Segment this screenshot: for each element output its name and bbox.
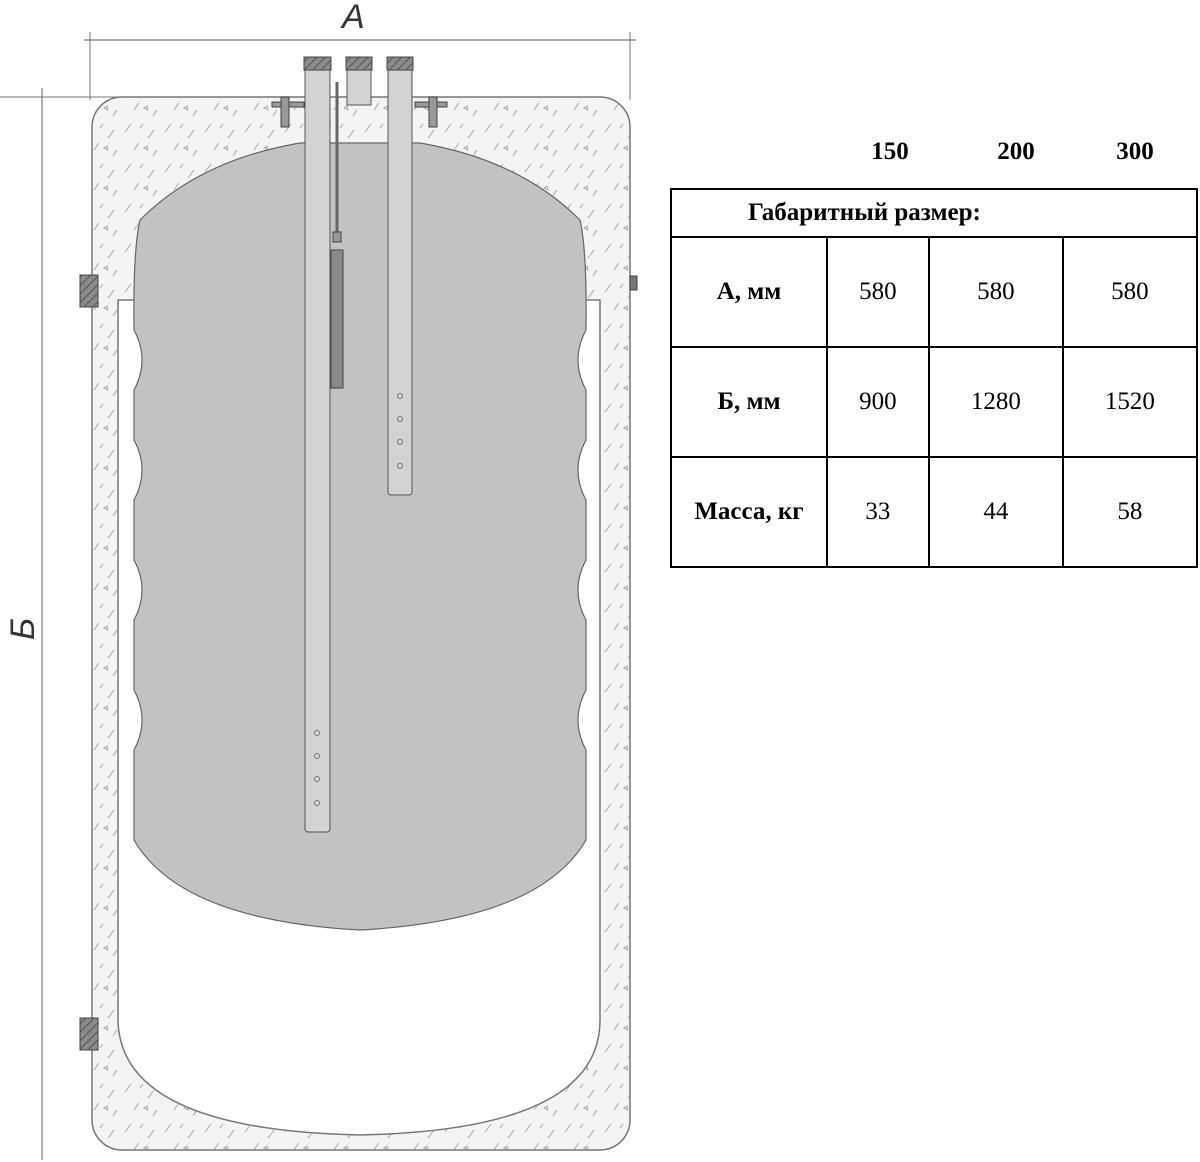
table-row: Масса, кг 33 44 58	[670, 456, 1199, 568]
table-row: Б, мм 900 1280 1520	[670, 346, 1199, 458]
row-label: Б, мм	[670, 346, 828, 458]
column-label-300: 300	[1116, 138, 1154, 165]
pipe-cap	[386, 56, 414, 71]
flange-bolts	[271, 96, 448, 128]
right-side-fitting	[629, 275, 638, 291]
table-row: А, мм 580 580 580	[670, 236, 1199, 348]
cell: 580	[1061, 236, 1199, 348]
dimensions-table: Габаритный размер: А, мм 580 580 580 Б, …	[670, 188, 1199, 568]
row-label: А, мм	[670, 236, 828, 348]
tank-cross-section-drawing: A Б	[0, 0, 638, 1160]
dimension-a: A	[84, 0, 636, 100]
cell: 900	[826, 346, 930, 458]
pipe-holes	[314, 393, 403, 806]
sensor-clamp	[332, 231, 342, 243]
cell: 58	[1061, 456, 1199, 568]
table-header-row: Габаритный размер:	[670, 188, 1198, 238]
cell: 44	[927, 456, 1064, 568]
dimension-b-label: Б	[4, 618, 42, 640]
cell: 580	[826, 236, 930, 348]
pipe-cap	[303, 56, 332, 71]
dimension-a-label: A	[340, 0, 365, 36]
cell: 33	[826, 456, 930, 568]
long-pipe	[304, 56, 331, 833]
cell: 580	[927, 236, 1064, 348]
row-label: Масса, кг	[670, 456, 828, 568]
short-pipe	[387, 56, 413, 496]
upper-side-connector	[79, 274, 99, 308]
sensor-rod	[330, 249, 344, 389]
table-title: Габаритный размер:	[670, 188, 1198, 238]
column-label-200: 200	[997, 138, 1035, 165]
pipe-cap	[345, 56, 373, 71]
cell: 1280	[927, 346, 1064, 458]
lower-side-connector	[79, 1017, 99, 1051]
column-label-150: 150	[871, 138, 909, 165]
cell: 1520	[1061, 346, 1199, 458]
tank-body	[133, 142, 587, 931]
